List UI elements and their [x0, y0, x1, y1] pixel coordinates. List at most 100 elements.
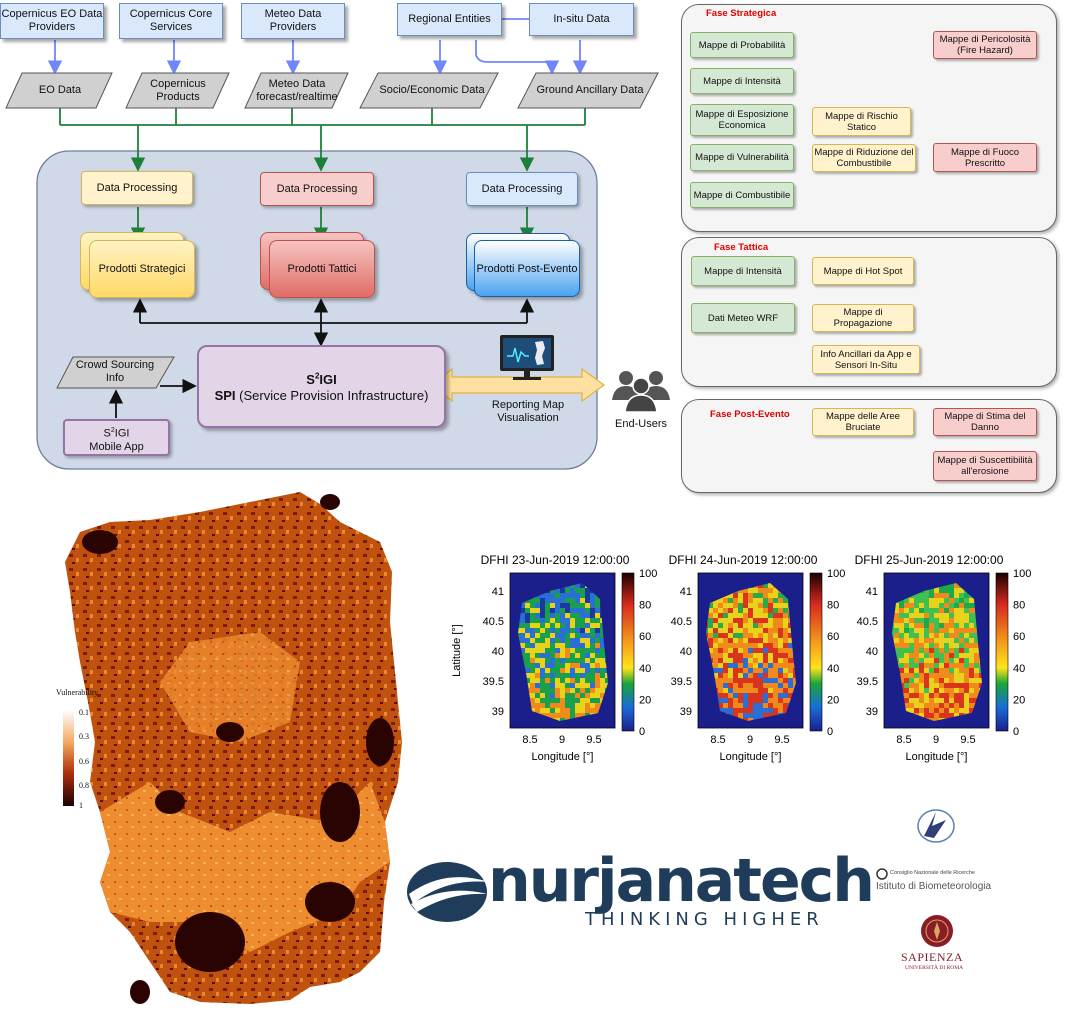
dfhi-cell — [580, 648, 585, 653]
dfhi-cell — [788, 673, 793, 678]
dfhi-cell — [600, 653, 605, 658]
dfhi-cell — [959, 618, 964, 623]
dfhi-cell — [580, 598, 585, 603]
dfhi-cell — [550, 648, 555, 653]
dfhi-cbtick: 60 — [827, 631, 839, 643]
dfhi-cell — [575, 613, 580, 618]
dfhi-cell — [773, 618, 778, 623]
dfhi-cell — [580, 628, 585, 633]
dfhi-cell — [763, 633, 768, 638]
dfhi-cell — [738, 588, 743, 593]
dfhi-cell — [904, 648, 909, 653]
source-copernicus-eo: Copernicus EO Data Providers — [0, 3, 104, 39]
dfhi-cell — [773, 648, 778, 653]
dfhi-cell — [954, 673, 959, 678]
dfhi-cell — [748, 713, 753, 718]
dfhi-cell — [555, 658, 560, 663]
dfhi-cell — [753, 673, 758, 678]
dfhi-cell — [969, 698, 974, 703]
dfhi-cell — [550, 638, 555, 643]
dfhi-cell — [944, 588, 949, 593]
dfhi-cell — [949, 598, 954, 603]
dfhi-cell — [560, 658, 565, 663]
dfhi-cell — [580, 583, 585, 588]
dfhi-cell — [570, 633, 575, 638]
dfhi-cell — [723, 618, 728, 623]
dfhi-cell — [540, 683, 545, 688]
dfhi-cell — [590, 698, 595, 703]
dfhi-cell — [590, 673, 595, 678]
dfhi-cell — [768, 603, 773, 608]
dfhi-cell — [550, 593, 555, 598]
dfhi-cell — [718, 613, 723, 618]
dfhi-cell — [550, 598, 555, 603]
data-type-eo: EO Data — [38, 84, 82, 96]
dfhi-cell — [708, 648, 713, 653]
dfhi-cell — [530, 668, 535, 673]
dfhi-cell — [743, 713, 748, 718]
dfhi-cell — [545, 623, 550, 628]
dfhi-cell — [969, 618, 974, 623]
dfhi-cell — [733, 658, 738, 663]
dfhi-cell — [929, 648, 934, 653]
dfhi-cell — [733, 608, 738, 613]
dfhi-cell — [969, 673, 974, 678]
dfhi-cell — [728, 603, 733, 608]
dfhi-cell — [575, 703, 580, 708]
dfhi-cell — [580, 673, 585, 678]
dfhi-cell — [540, 603, 545, 608]
dfhi-cell — [723, 668, 728, 673]
dfhi-cell — [909, 653, 914, 658]
dfhi-cell — [590, 643, 595, 648]
dfhi-cell — [894, 648, 899, 653]
dfhi-cell — [758, 593, 763, 598]
dfhi-cell — [535, 653, 540, 658]
dfhi-cell — [550, 588, 555, 593]
dfhi-cell — [530, 653, 535, 658]
dfhi-cell — [733, 633, 738, 638]
dfhi-cell — [738, 593, 743, 598]
dfhi-cell — [723, 623, 728, 628]
dfhi-cell — [939, 588, 944, 593]
dfhi-cell — [590, 683, 595, 688]
dfhi-cell — [949, 703, 954, 708]
dfhi-cell — [783, 623, 788, 628]
dfhi-cell — [758, 668, 763, 673]
dfhi-cell — [728, 648, 733, 653]
dfhi-cell — [929, 638, 934, 643]
dfhi-cell — [753, 628, 758, 633]
dfhi-cell — [550, 653, 555, 658]
dfhi-cell — [535, 618, 540, 623]
dfhi-cbtick: 0 — [1013, 726, 1019, 738]
dfhi-cell — [748, 673, 753, 678]
dfhi-xlabel: Longitude [°] — [720, 751, 782, 763]
dfhi-cell — [540, 633, 545, 638]
dfhi-cell — [954, 698, 959, 703]
phase-strategica-title: Fase Strategica — [706, 8, 777, 19]
dfhi-cell — [545, 603, 550, 608]
dfhi-cell — [949, 683, 954, 688]
dfhi-cell — [773, 693, 778, 698]
dfhi-cell — [969, 643, 974, 648]
dfhi-xtick: 9.5 — [774, 734, 789, 746]
dfhi-cell — [520, 618, 525, 623]
dfhi-cell — [753, 698, 758, 703]
dfhi-cell — [964, 688, 969, 693]
dfhi-ytick: 39 — [492, 706, 504, 718]
dfhi-cell — [525, 653, 530, 658]
dfhi-cell — [728, 678, 733, 683]
dfhi-cell — [758, 648, 763, 653]
dfhi-cell — [565, 628, 570, 633]
dfhi-cell — [580, 708, 585, 713]
dfhi-cell — [758, 613, 763, 618]
dfhi-xtick: 8.5 — [710, 734, 725, 746]
dfhi-cell — [723, 653, 728, 658]
dfhi-cell — [763, 658, 768, 663]
dfhi-cell — [763, 613, 768, 618]
dfhi-cell — [525, 638, 530, 643]
dfhi-cell — [600, 688, 605, 693]
dfhi-cell — [600, 633, 605, 638]
dfhi-cell — [728, 628, 733, 633]
dfhi-cell — [575, 608, 580, 613]
dfhi-cell — [964, 638, 969, 643]
